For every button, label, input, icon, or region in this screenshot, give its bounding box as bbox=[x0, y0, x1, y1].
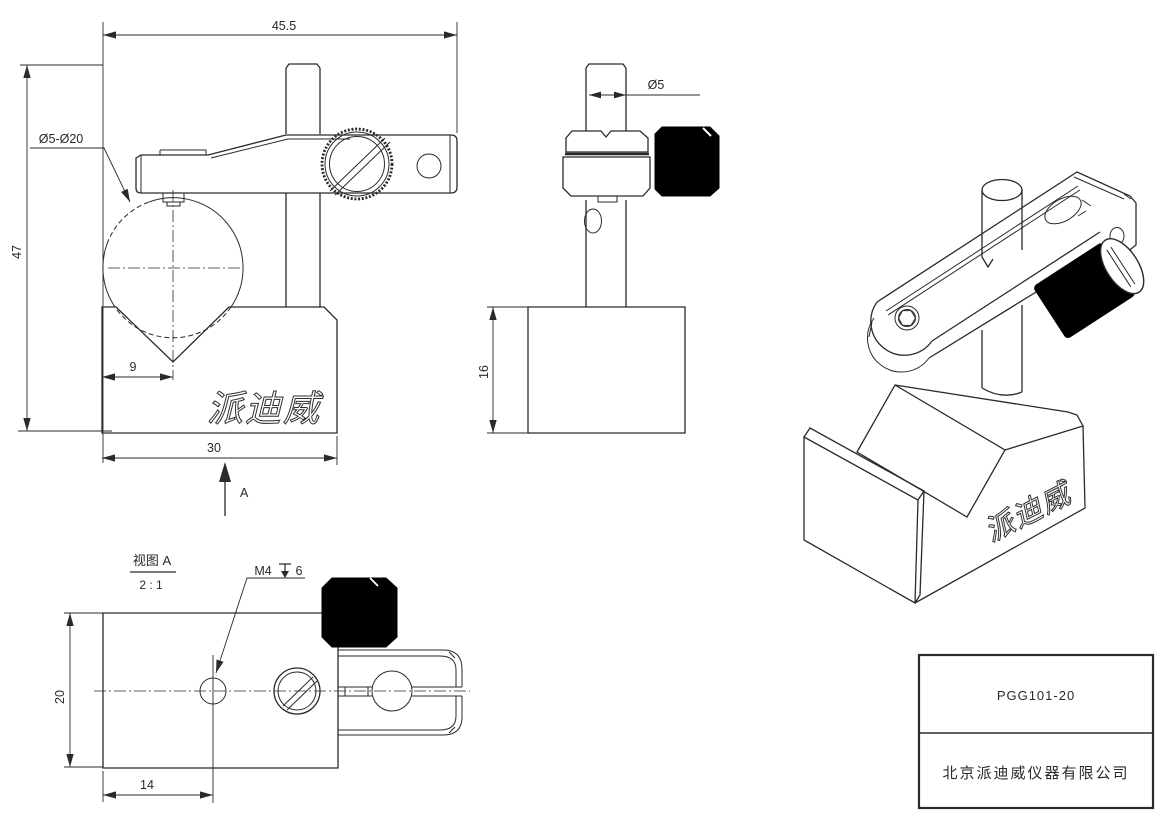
iso-knob bbox=[1034, 238, 1145, 338]
title-block-border bbox=[917, 653, 1155, 810]
iso-socket-outer bbox=[894, 305, 920, 331]
detail-view-a: 视图 A 2 : 1 M4 6 20 14 bbox=[53, 553, 470, 803]
iso-arm-top bbox=[876, 171, 1137, 303]
dim-post-diameter: Ø5 bbox=[648, 78, 665, 92]
clamp-arm-outline bbox=[135, 134, 458, 194]
post-outline bbox=[585, 63, 627, 307]
screw-slot bbox=[282, 676, 318, 711]
dim-block-height: 20 bbox=[53, 690, 67, 704]
dim-base-width: 30 bbox=[207, 441, 221, 455]
leader-line bbox=[215, 577, 305, 674]
post-outline bbox=[285, 63, 321, 307]
clamp-lower bbox=[562, 156, 651, 197]
m4-hole bbox=[199, 677, 227, 705]
iso-slope-face bbox=[856, 384, 1006, 518]
fork-slot bbox=[338, 686, 462, 697]
clamp-tab bbox=[597, 196, 618, 203]
fork-corner-chamfers bbox=[448, 651, 456, 734]
arm-end-hole bbox=[416, 153, 442, 179]
side-view: Ø5 16 bbox=[477, 63, 720, 434]
extension-line bbox=[18, 64, 112, 432]
fork-inner bbox=[338, 655, 457, 731]
iso-post-sides bbox=[981, 190, 1023, 269]
fork-outer bbox=[338, 649, 463, 736]
thumbscrew-knurl bbox=[320, 127, 394, 201]
ball-arc bbox=[102, 243, 116, 308]
clamp-arm-detail bbox=[140, 135, 451, 193]
dim-overall-height: 47 bbox=[10, 245, 24, 259]
thread-callout: M4 bbox=[254, 564, 271, 578]
knob-highlight bbox=[369, 577, 379, 587]
brand-engraving-iso: 派迪威 bbox=[980, 477, 1079, 549]
dimension-arrow bbox=[614, 91, 626, 99]
view-a-title: 视图 A bbox=[133, 553, 172, 568]
dim-groove-center: 9 bbox=[130, 360, 137, 374]
base-outline bbox=[527, 306, 686, 434]
ball-range-callout: Ø5-Ø20 bbox=[39, 132, 84, 146]
thumbscrew-inner bbox=[329, 136, 385, 192]
ball-arc-hidden bbox=[106, 201, 150, 245]
section-arrow-icon bbox=[219, 462, 231, 482]
hex-socket-icon bbox=[897, 310, 917, 326]
view-a-scale: 2 : 1 bbox=[139, 578, 163, 592]
iso-knob-face bbox=[1099, 238, 1145, 295]
iso-post-top bbox=[981, 178, 1023, 202]
dim-base-height: 16 bbox=[477, 365, 491, 379]
company-name: 北京派迪威仪器有限公司 bbox=[942, 765, 1129, 782]
front-view: 45.5 47 Ø5-Ø20 9 派迪威 30 bbox=[10, 19, 458, 516]
iso-arm-round-bottom bbox=[867, 317, 930, 373]
brand-engraving-front: 派迪威 bbox=[207, 388, 324, 429]
ball-centerlines bbox=[108, 190, 240, 380]
iso-arm-chamfer bbox=[1073, 176, 1132, 200]
screw-head-inner bbox=[277, 671, 317, 711]
v-base-outline bbox=[101, 306, 338, 434]
iso-arm-round-end bbox=[870, 301, 933, 356]
thumbscrew-outer bbox=[324, 131, 390, 197]
screw-head-outer bbox=[273, 667, 321, 715]
ball-arc bbox=[148, 197, 244, 308]
dimension-arrow bbox=[589, 91, 601, 99]
iso-plate bbox=[803, 427, 925, 605]
iso-socket-inner bbox=[898, 309, 916, 327]
knurled-knob bbox=[321, 577, 398, 648]
section-label-a: A bbox=[240, 486, 249, 500]
post-hole bbox=[584, 208, 602, 234]
dim-overall-width: 45.5 bbox=[272, 19, 296, 33]
clamp-jaw-tab bbox=[162, 193, 185, 207]
thread-depth: 6 bbox=[296, 564, 303, 578]
knurled-knob bbox=[654, 126, 720, 197]
iso-lower-post bbox=[981, 305, 1023, 396]
part-number: PGG101-20 bbox=[997, 688, 1075, 703]
isometric-view: 派迪威 bbox=[803, 171, 1145, 605]
iso-oval-hole bbox=[1044, 195, 1082, 225]
title-block: PGG101-20 北京派迪威仪器有限公司 bbox=[917, 653, 1155, 810]
iso-knob-slot bbox=[1106, 246, 1136, 288]
leader-line bbox=[30, 147, 131, 203]
thumbscrew-slot bbox=[329, 137, 391, 196]
dim-hole-offset: 14 bbox=[140, 778, 154, 792]
knob-highlight bbox=[702, 127, 712, 137]
depth-symbol-icon bbox=[279, 563, 291, 578]
iso-oval-hole-step bbox=[1077, 199, 1092, 217]
iso-top-face bbox=[894, 384, 1084, 451]
block-outline bbox=[102, 612, 339, 769]
iso-right-face bbox=[914, 425, 1086, 604]
fork-post-hole bbox=[371, 670, 413, 712]
clamp-upper bbox=[565, 130, 649, 153]
